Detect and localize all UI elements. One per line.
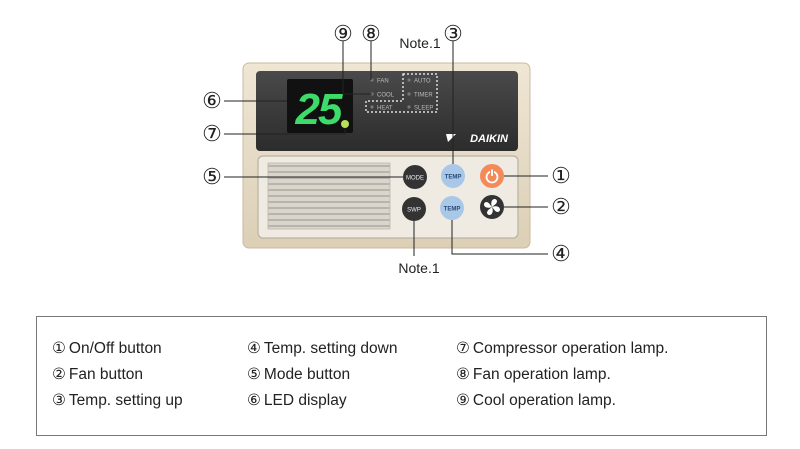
callout-4: ④ <box>551 241 571 266</box>
note-dotted-outline <box>365 73 438 113</box>
svg-text:⑨: ⑨ <box>333 21 353 46</box>
fan-button[interactable] <box>480 195 504 219</box>
svg-text:①: ① <box>551 163 571 188</box>
heat-lamp <box>370 105 374 109</box>
led-display-value: 25 <box>295 85 343 134</box>
svg-text:⑦: ⑦ <box>202 121 222 146</box>
leader-lines <box>224 41 548 256</box>
controller-diagram: 25 FAN COOL HEAT AUTO TIMER SLEEP DAIKIN… <box>202 21 571 276</box>
status-label-heat: HEAT <box>377 106 393 112</box>
swp-button-label: SWP <box>407 208 421 214</box>
power-button[interactable] <box>480 164 504 188</box>
callout-1: ① <box>551 163 571 188</box>
mode-label-timer: TIMER <box>414 93 433 99</box>
temp-down-button[interactable]: TEMP <box>440 196 464 220</box>
brand-logo: DAIKIN <box>470 133 509 145</box>
fan-icon <box>484 199 500 215</box>
sleep-lamp <box>407 105 411 109</box>
callout-2: ② <box>551 194 571 219</box>
svg-text:⑤: ⑤ <box>202 164 222 189</box>
mode-label-auto: AUTO <box>414 79 431 85</box>
mode-button[interactable]: MODE <box>403 165 427 189</box>
svg-text:⑧: ⑧ <box>361 21 381 46</box>
note-top-label: Note.1 <box>399 35 440 51</box>
status-label-cool: COOL <box>377 93 395 99</box>
timer-lamp <box>407 92 411 96</box>
note-bottom-label: Note.1 <box>398 260 439 276</box>
callout-5: ⑤ <box>202 164 222 189</box>
callout-7: ⑦ <box>202 121 222 146</box>
svg-text:④: ④ <box>551 241 571 266</box>
callout-8: ⑧ <box>361 21 381 46</box>
svg-text:⑥: ⑥ <box>202 88 222 113</box>
callout-3: ③ <box>443 21 463 46</box>
swp-button[interactable]: SWP <box>402 197 426 221</box>
callout-9: ⑨ <box>333 21 353 46</box>
grille <box>267 162 391 230</box>
temp-up-button-label: TEMP <box>445 175 462 181</box>
temp-up-button[interactable]: TEMP <box>441 164 465 188</box>
mode-button-label: MODE <box>406 176 424 182</box>
temp-down-button-label: TEMP <box>444 207 461 213</box>
compressor-lamp <box>341 120 349 128</box>
auto-lamp <box>407 78 411 82</box>
mode-label-sleep: SLEEP <box>414 106 433 112</box>
status-label-fan: FAN <box>377 79 389 85</box>
led-display <box>287 79 353 133</box>
svg-text:③: ③ <box>443 21 463 46</box>
callout-6: ⑥ <box>202 88 222 113</box>
svg-text:②: ② <box>551 194 571 219</box>
